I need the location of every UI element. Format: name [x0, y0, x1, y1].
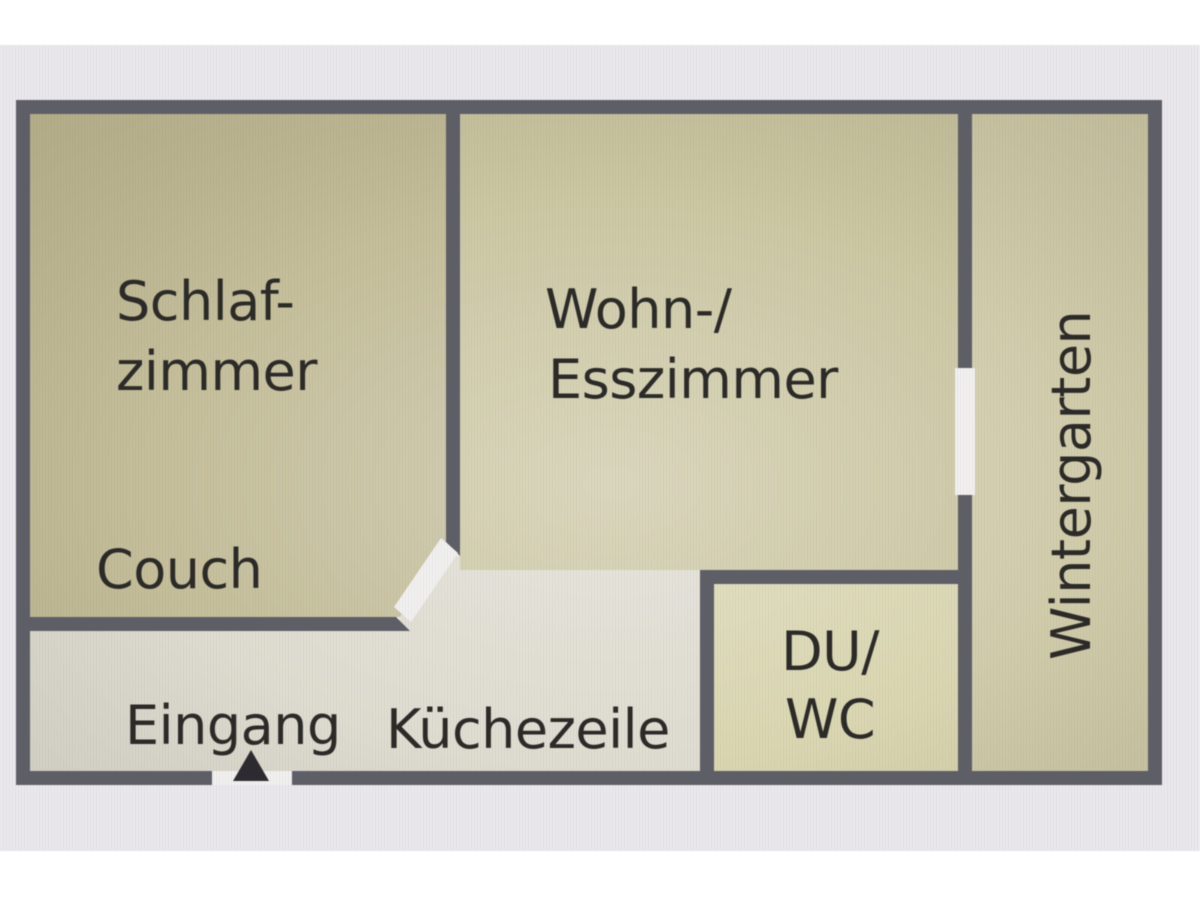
- opening-wintergarten: [955, 368, 975, 495]
- label-duwc-line1: DU/: [781, 620, 880, 683]
- label-wohn-esszimmer-line2: Esszimmer: [548, 348, 839, 411]
- label-couch: Couch: [96, 538, 262, 601]
- walls: [16, 100, 1162, 785]
- labels: Schlaf- zimmer Wohn-/ Esszimmer Couch Ei…: [96, 270, 1103, 761]
- label-eingang: Eingang: [125, 694, 341, 757]
- entrance-arrow-marker: [233, 750, 269, 781]
- wall-outer-right: [1148, 100, 1162, 785]
- photo-lighting-overlay: [16, 100, 1162, 785]
- wall-below-couch: [30, 617, 410, 631]
- wall-outer-left: [16, 100, 30, 785]
- label-kuechezeile: Küchezeile: [386, 698, 670, 761]
- wall-duwc-left: [700, 584, 714, 771]
- wall-wintergarten-upper: [958, 114, 972, 368]
- label-duwc-line2: WC: [785, 688, 875, 751]
- wall-outer-top: [16, 100, 1162, 114]
- wall-duwc-top: [700, 570, 958, 584]
- label-schlafzimmer-line2: zimmer: [116, 340, 318, 403]
- wall-outer-bottom-right: [292, 771, 1162, 785]
- wall-wintergarten-lower: [958, 495, 972, 771]
- label-wohn-esszimmer-line1: Wohn-/: [545, 278, 733, 341]
- label-wintergarten: Wintergarten: [1040, 311, 1103, 660]
- wall-outer-bottom-left: [16, 771, 212, 785]
- wall-schlafzimmer-wohnzimmer: [446, 114, 460, 556]
- label-schlafzimmer-line1: Schlaf-: [116, 270, 294, 333]
- door-opening-schlafzimmer: [394, 538, 458, 622]
